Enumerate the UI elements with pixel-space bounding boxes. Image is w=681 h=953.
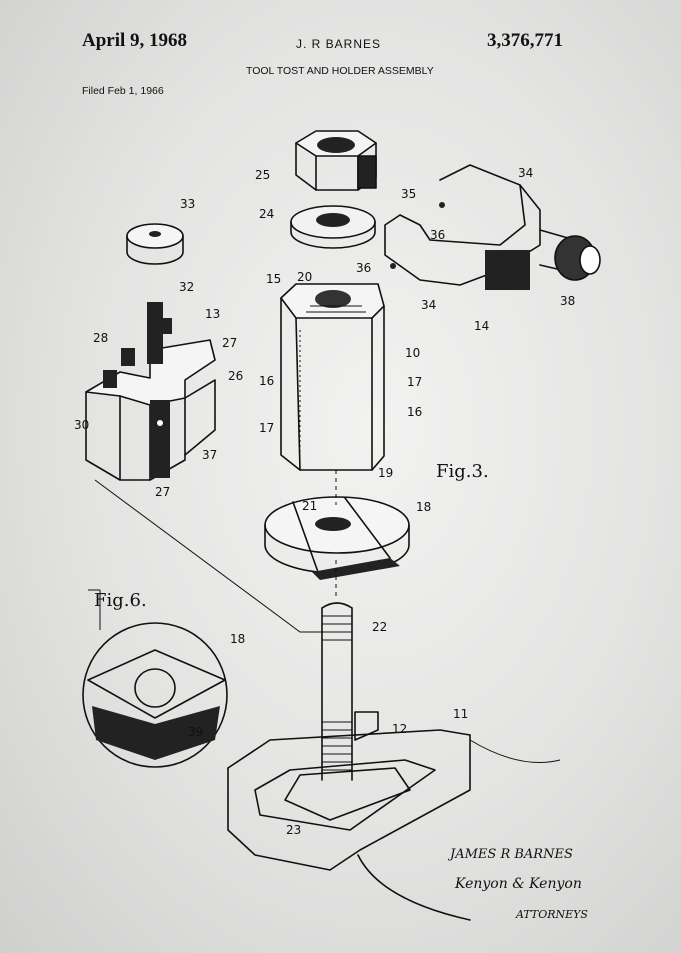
cap: [126, 223, 184, 265]
svg-text:39: 39: [188, 725, 203, 739]
svg-text:17: 17: [407, 375, 422, 389]
fig6-label: Fig.6.: [94, 590, 147, 611]
attorney-signature: Kenyon & Kenyon: [454, 876, 582, 892]
svg-text:22: 22: [372, 620, 387, 634]
svg-text:24: 24: [259, 207, 274, 221]
svg-text:38: 38: [560, 294, 575, 308]
svg-text:17: 17: [259, 421, 274, 435]
svg-text:32: 32: [179, 280, 194, 294]
svg-text:15: 15: [266, 272, 281, 286]
patent-title: TOOL TOST AND HOLDER ASSEMBLY: [246, 65, 434, 77]
svg-text:33: 33: [180, 197, 195, 211]
reference-numerals: 25 24 33 35 34 36 36 38 34 14 32 13 27 1…: [74, 166, 575, 837]
svg-text:30: 30: [74, 418, 89, 432]
svg-text:10: 10: [405, 346, 420, 360]
svg-text:18: 18: [416, 500, 431, 514]
attorneys-label: ATTORNEYS: [515, 908, 588, 921]
hex-nut: [295, 130, 377, 191]
svg-text:16: 16: [259, 374, 274, 388]
assembly-line: [94, 479, 322, 633]
tool-block: [280, 283, 385, 471]
svg-text:34: 34: [421, 298, 436, 312]
svg-text:35: 35: [401, 187, 416, 201]
svg-text:37: 37: [202, 448, 217, 462]
inventor-signature-name: JAMES R BARNES: [447, 847, 573, 862]
svg-text:20: 20: [297, 270, 312, 284]
svg-text:26: 26: [228, 369, 243, 383]
svg-text:14: 14: [474, 319, 489, 333]
svg-text:27: 27: [155, 485, 170, 499]
svg-text:12: 12: [392, 722, 407, 736]
svg-text:18: 18: [230, 632, 245, 646]
compound-rest: [227, 711, 561, 921]
base-plate: [264, 496, 410, 580]
washer: [290, 205, 376, 249]
svg-text:27: 27: [222, 336, 237, 350]
svg-text:23: 23: [286, 823, 301, 837]
patent-number: 3,376,771: [487, 30, 563, 51]
svg-text:36: 36: [356, 261, 371, 275]
clamp: [384, 164, 601, 290]
patent-date: April 9, 1968: [82, 30, 188, 51]
svg-text:11: 11: [453, 707, 468, 721]
svg-text:16: 16: [407, 405, 422, 419]
svg-text:25: 25: [255, 168, 270, 182]
svg-text:19: 19: [378, 466, 393, 480]
svg-text:28: 28: [93, 331, 108, 345]
svg-text:21: 21: [302, 499, 317, 513]
tool-holder: [85, 302, 216, 481]
fig6-detail: [82, 589, 228, 768]
svg-text:36: 36: [430, 228, 445, 242]
filed-date: Filed Feb 1, 1966: [82, 85, 164, 97]
svg-text:34: 34: [518, 166, 533, 180]
inventor-name: J. R BARNES: [296, 37, 382, 51]
fig3-label: Fig.3.: [436, 461, 489, 482]
svg-text:13: 13: [205, 307, 220, 321]
threaded-bolt: [321, 602, 353, 781]
